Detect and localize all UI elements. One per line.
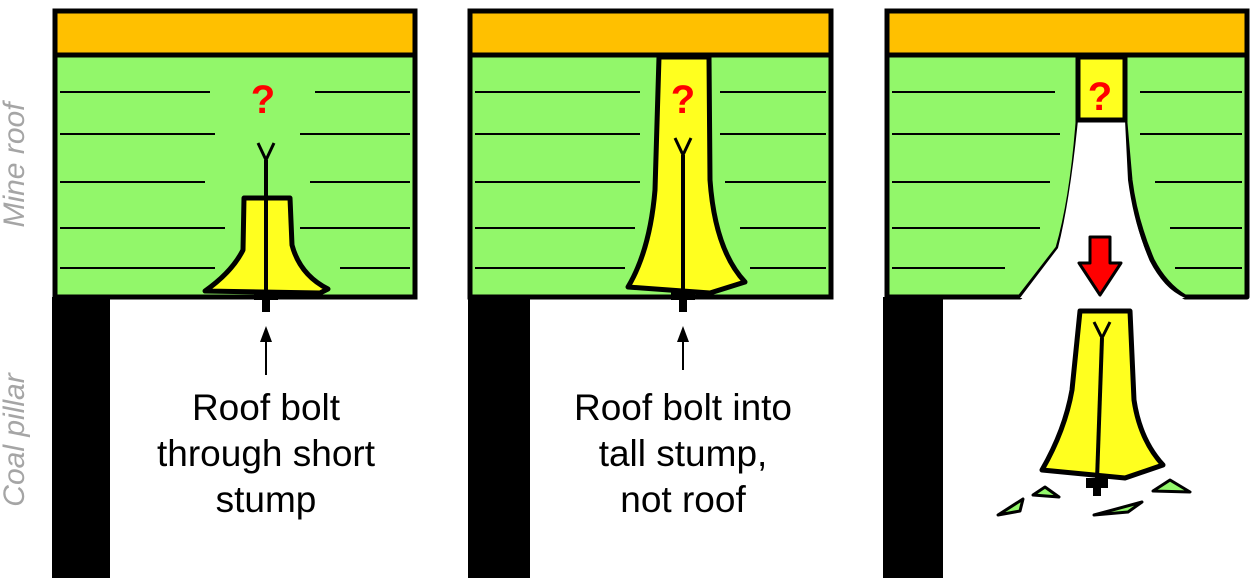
tall-stump (625, 54, 748, 296)
strata-top-band (52, 8, 418, 58)
pointer-arrow (260, 326, 272, 375)
falling-stump (1039, 308, 1166, 481)
bedding-lines (475, 91, 826, 269)
question-mark: ? (1088, 75, 1112, 119)
question-mark: ? (671, 78, 695, 122)
caption-line: tall stump, (599, 433, 768, 474)
coal-pillar (883, 297, 943, 578)
side-label-coal-pillar: Coal pillar (0, 372, 31, 506)
caption-line: Roof bolt (192, 387, 341, 428)
roof-cavity (1020, 120, 1185, 298)
coal-pillar (52, 297, 110, 578)
panel-1: ? Roof bolt through short stump (52, 8, 418, 578)
remaining-stump-top (1075, 54, 1128, 123)
caption-line: Roof bolt into (574, 387, 792, 428)
caption-line: through short (157, 433, 376, 474)
strata-top-band (884, 8, 1250, 58)
fall-arrow (1077, 235, 1123, 297)
falling-roof-bolt (1086, 321, 1112, 496)
strata-top-band (467, 8, 834, 58)
side-label-mine-roof: Mine roof (0, 100, 31, 228)
rock-fragments (996, 478, 1192, 517)
panel-2: ? Roof bolt into tall stump, not roof (467, 8, 834, 578)
coal-pillar (468, 297, 530, 578)
mine-roof (52, 52, 418, 300)
panel-3: ? (883, 8, 1250, 578)
roof-bolt (254, 142, 278, 312)
roof-bolt (671, 137, 695, 312)
caption-line: stump (216, 479, 317, 520)
pointer-arrow (677, 326, 689, 370)
bedding-lines (60, 91, 410, 269)
bedding-lines (892, 91, 1242, 269)
caption-line: not roof (620, 479, 746, 520)
question-mark: ? (251, 78, 275, 122)
